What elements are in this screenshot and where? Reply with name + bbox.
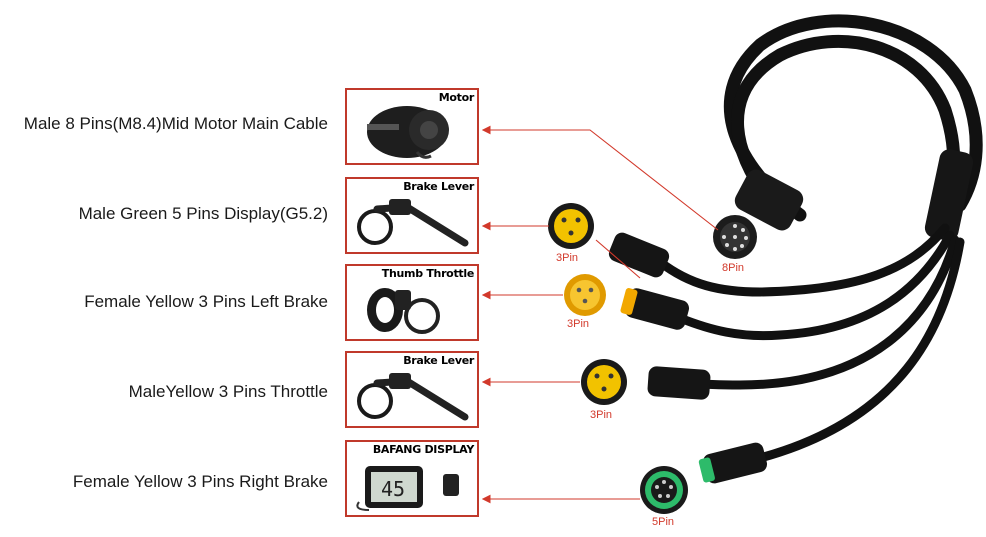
brake-lever-icon bbox=[357, 373, 469, 421]
connector-3pin-bottom bbox=[581, 359, 627, 405]
pin-label-5pin: 5Pin bbox=[652, 516, 675, 528]
connector-3pin-middle bbox=[564, 274, 606, 316]
label-motor-cable: Male 8 Pins(M8.4)Mid Motor Main Cable bbox=[23, 114, 328, 133]
pointer-3pin-link bbox=[595, 239, 641, 279]
photo-title-motor: Motor bbox=[438, 91, 475, 104]
display-plug-green-collar bbox=[698, 457, 715, 483]
pin-label-3pin-middle: 3Pin bbox=[567, 318, 590, 330]
pin-label-3pin-bottom: 3Pin bbox=[590, 409, 613, 421]
label-right-brake: Female Yellow 3 Pins Right Brake bbox=[72, 472, 328, 491]
branch-cables bbox=[655, 223, 965, 470]
photo-title-thumb-throttle: Thumb Throttle bbox=[381, 267, 475, 280]
photo-brake-lever-top: Brake Lever bbox=[345, 177, 479, 254]
photo-title-brake-lever-bottom: Brake Lever bbox=[403, 354, 474, 367]
motor-cable-plug bbox=[734, 169, 804, 231]
connector-3pin-top bbox=[548, 203, 594, 249]
pointer-lines bbox=[481, 125, 719, 504]
main-cable bbox=[723, 14, 983, 222]
photo-bafang-display: BAFANG DISPLAY 45 bbox=[345, 440, 479, 517]
label-throttle: MaleYellow 3 Pins Throttle bbox=[128, 382, 328, 401]
photo-title-bafang-display: BAFANG DISPLAY bbox=[372, 443, 474, 456]
photo-motor: Motor bbox=[345, 88, 479, 165]
throttle-plug bbox=[624, 288, 690, 330]
display-screen-text: 45 bbox=[381, 477, 405, 501]
left-brake-plug bbox=[608, 232, 670, 278]
pointer-motor bbox=[481, 125, 719, 231]
pin-label-3pin-top: 3Pin bbox=[556, 252, 579, 264]
label-display-connector: Male Green 5 Pins Display(G5.2) bbox=[78, 204, 328, 223]
thumb-throttle-icon bbox=[367, 288, 440, 334]
display-plug bbox=[702, 442, 768, 484]
photo-thumb-throttle: Thumb Throttle bbox=[345, 264, 479, 341]
photo-title-brake-lever-top: Brake Lever bbox=[403, 180, 474, 193]
label-left-brake: Female Yellow 3 Pins Left Brake bbox=[84, 292, 328, 311]
display-unit-icon: 45 bbox=[356, 466, 459, 511]
right-brake-plug bbox=[647, 366, 711, 400]
connector-8pin bbox=[713, 215, 757, 259]
connector-5pin bbox=[640, 466, 688, 514]
pin-label-8pin: 8Pin bbox=[722, 262, 745, 274]
cable-splitter bbox=[924, 149, 974, 241]
motor-icon bbox=[367, 106, 449, 159]
throttle-plug-yellow-collar bbox=[620, 288, 638, 315]
brake-lever-icon bbox=[357, 199, 469, 247]
photo-brake-lever-bottom: Brake Lever bbox=[345, 351, 479, 428]
